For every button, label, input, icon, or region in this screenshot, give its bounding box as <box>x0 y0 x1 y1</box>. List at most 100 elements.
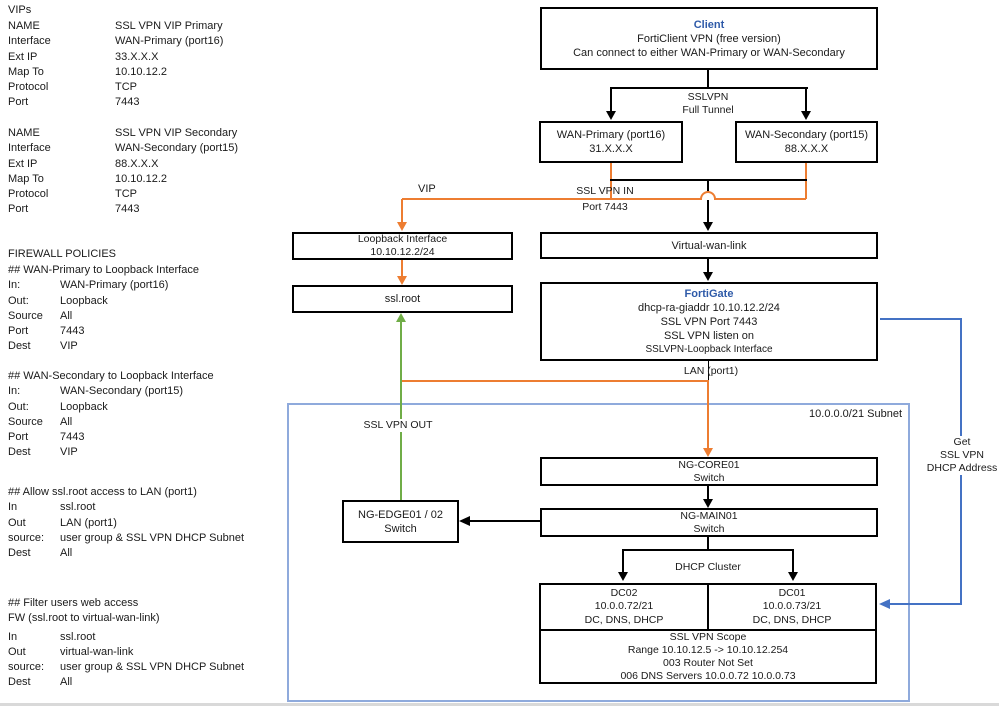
field-label: Interface <box>8 35 51 48</box>
wan-secondary-ip: 88.X.X.X <box>784 143 829 155</box>
field-label: Port <box>8 96 29 109</box>
field-value: SSL VPN VIP Secondary <box>115 127 238 139</box>
connector-line <box>622 549 794 551</box>
policy-row: In: WAN-Primary (port16) <box>8 278 199 293</box>
field-value: 33.X.X.X <box>115 50 159 63</box>
field-label: Out: <box>8 294 29 307</box>
vips-title: VIPs <box>8 4 32 16</box>
dhcp-cluster-label: DHCP Cluster <box>675 561 741 573</box>
dc01-name: DC01 <box>778 586 806 599</box>
field-value: VIP <box>60 340 78 353</box>
dc-row: DC02 10.0.0.72/21 DC, DNS, DHCP DC01 10.… <box>541 585 875 631</box>
wan-primary-ip: 31.X.X.X <box>589 143 633 155</box>
fortigate-line: dhcp-ra-giaddr 10.10.12.2/24 <box>638 302 780 314</box>
field-value: All <box>60 309 73 322</box>
fortigate-line: SSL VPN listen on <box>663 330 755 342</box>
label-line: Full Tunnel <box>682 104 734 116</box>
loopback-ip: 10.10.12.2/24 <box>370 246 435 258</box>
field-label: Out: <box>8 400 29 413</box>
connector-line <box>707 70 709 88</box>
fortigate-title: FortiGate <box>684 288 734 300</box>
ng-edge-box: NG-EDGE01 / 02 Switch <box>342 500 459 543</box>
ssl-vpn-in-line <box>402 198 702 200</box>
connector-line <box>470 520 540 522</box>
field-value: virtual-wan-link <box>60 645 134 658</box>
field-value: WAN-Primary (port16) <box>115 35 224 48</box>
policy-row: Out:Loopback <box>8 400 214 415</box>
policy-wan-primary: ## WAN-Primary to Loopback Interface In:… <box>8 263 199 355</box>
field-value: All <box>60 547 73 560</box>
dhcp-cluster-table: DC02 10.0.0.72/21 DC, DNS, DHCP DC01 10.… <box>539 583 877 684</box>
connector-line <box>792 550 794 572</box>
ssl-vpn-out-label: SSL VPN OUT <box>356 419 440 432</box>
connector-line <box>707 180 709 222</box>
field-label: In: <box>8 279 21 292</box>
wan-primary-name: WAN-Primary (port16) <box>556 129 666 141</box>
dc02-roles: DC, DNS, DHCP <box>584 613 664 626</box>
dc01-roles: DC, DNS, DHCP <box>752 613 832 626</box>
connector-line <box>622 550 624 572</box>
client-line: Can connect to either WAN-Primary or WAN… <box>573 46 845 59</box>
field-value: All <box>60 415 73 428</box>
field-label: Protocol <box>8 81 49 94</box>
field-label: Dest <box>8 676 31 689</box>
field-label: Port <box>8 203 29 216</box>
ssl-vpn-in-port-label: Port 7443 <box>582 201 628 213</box>
dc01-ip: 10.0.0.73/21 <box>762 600 822 613</box>
fortigate-box: FortiGate dhcp-ra-giaddr 10.10.12.2/24 S… <box>540 282 878 361</box>
field-value: 7443 <box>115 96 140 109</box>
scope-range: Range 10.10.12.5 -> 10.10.12.254 <box>627 644 789 656</box>
connector-line <box>610 88 612 111</box>
arrowhead-down <box>703 222 713 231</box>
wan-primary-box: WAN-Primary (port16) 31.X.X.X <box>539 121 683 163</box>
lan-line <box>402 380 709 382</box>
client-box: Client FortiClient VPN (free version) Ca… <box>540 7 878 70</box>
label-line: DHCP Address <box>926 462 998 474</box>
field-value: WAN-Primary (port16) <box>60 279 169 292</box>
get-dhcp-line <box>890 603 962 605</box>
field-label: Ext IP <box>8 157 38 170</box>
ng-main01-box: NG-MAIN01 Switch <box>540 508 878 537</box>
field-label: Dest <box>8 446 31 459</box>
field-label: Out <box>8 645 26 658</box>
vip-row: Port 7443 <box>8 95 223 110</box>
field-value: user group & SSL VPN DHCP Subnet <box>60 531 245 544</box>
connector-line <box>805 88 807 111</box>
arrowhead-down <box>788 572 798 581</box>
fortigate-line: SSLVPN-Loopback Interface <box>645 344 773 355</box>
subnet-label: 10.0.0.0/21 Subnet <box>809 408 902 420</box>
bottom-edge-bar <box>0 703 999 706</box>
dc02-name: DC02 <box>610 586 638 599</box>
field-value: TCP <box>115 188 137 201</box>
dc02-cell: DC02 10.0.0.72/21 DC, DNS, DHCP <box>541 585 709 629</box>
arrowhead-left-blue <box>879 599 890 609</box>
field-value: 10.10.12.2 <box>115 65 167 78</box>
fortigate-line: SSL VPN Port 7443 <box>660 316 758 328</box>
get-dhcp-line <box>880 318 962 320</box>
arrowhead-down-orange <box>397 222 407 231</box>
policy-row: source:user group & SSL VPN DHCP Subnet <box>8 531 244 546</box>
field-value: 10.10.12.2 <box>115 172 167 185</box>
lan-stub-line <box>708 361 709 381</box>
arrowhead-up-green <box>396 313 406 322</box>
ssl-root-box: ssl.root <box>292 285 513 313</box>
ssl-vpn-in-label: SSL VPN IN <box>576 185 634 197</box>
ng-core01-type: Switch <box>693 471 725 484</box>
lan-port-label: LAN (port1) <box>683 365 739 377</box>
arrowhead-down <box>703 499 713 508</box>
arrowhead-left <box>459 516 470 526</box>
arrowhead-down <box>703 272 713 281</box>
ssl-vpn-in-line <box>610 163 612 199</box>
